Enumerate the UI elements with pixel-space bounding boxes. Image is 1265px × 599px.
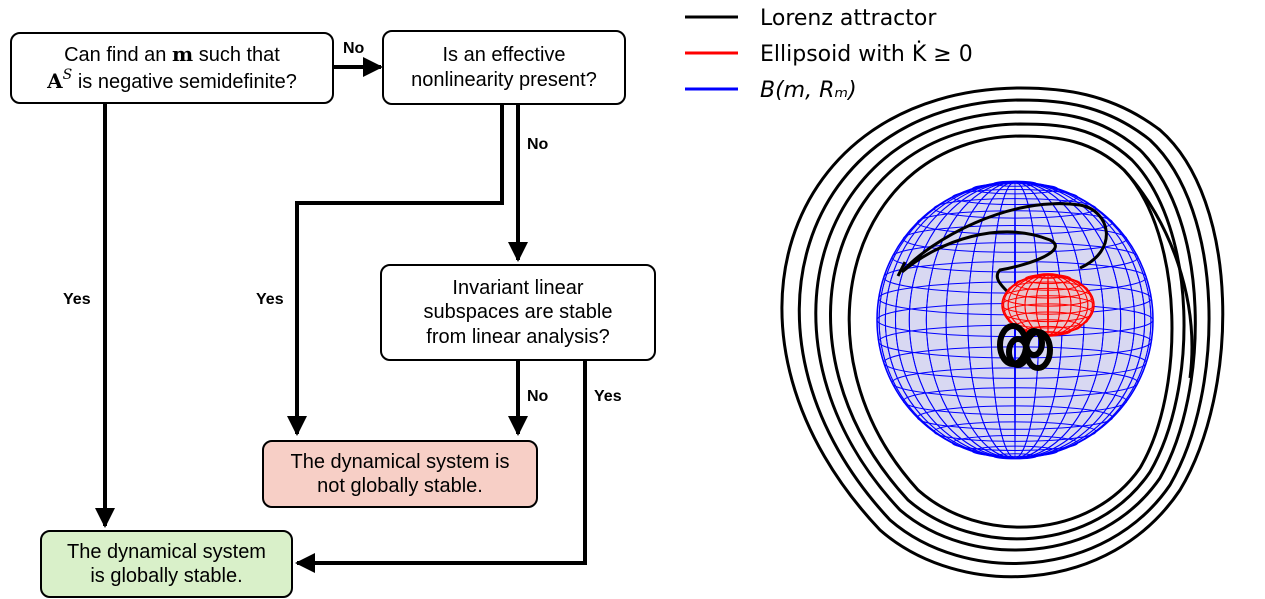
q3-line2: subspaces are stable xyxy=(423,301,613,324)
ellipsoid-latitude xyxy=(1003,287,1093,307)
q2-line1: Is an effective xyxy=(442,44,566,67)
sphere-latitude xyxy=(916,405,1114,430)
ellipsoid-latitude xyxy=(1024,325,1072,337)
decision-effective-nonlinearity: Is an effective nonlinearity present? xyxy=(382,30,626,105)
ellipsoid-meridian xyxy=(1003,274,1093,336)
ellipsoid-latitude xyxy=(1001,295,1095,315)
sphere-latitude xyxy=(951,189,1079,206)
ellipsoid-latitude xyxy=(1035,331,1061,337)
ellipsoid-meridian xyxy=(1035,274,1061,336)
legend: Lorenz attractor Ellipsoid with K̇ ≥ 0 B… xyxy=(685,6,973,103)
sphere-meridian xyxy=(925,181,1105,459)
edge-label-q1-q2: No xyxy=(343,40,365,57)
sphere-meridian xyxy=(884,181,1146,459)
legend-label-ball: B(m, Rₘ) xyxy=(760,78,857,103)
sphere-meridian xyxy=(990,181,1040,459)
stable-line1: The dynamical system xyxy=(67,540,266,563)
ball-sphere xyxy=(876,180,1154,460)
q1-line1-pre: Can find an xyxy=(64,43,172,66)
q1-line1-post: such that xyxy=(193,43,280,66)
result-globally-stable: The dynamical system is globally stable. xyxy=(40,530,293,598)
ellipsoid-latitude xyxy=(1007,311,1089,329)
sphere-latitude xyxy=(902,387,1128,416)
sphere-meridian xyxy=(967,181,1063,459)
ellipsoid-meridian xyxy=(1003,274,1093,336)
legend-label-lorenz: Lorenz attractor xyxy=(760,6,937,31)
sphere-meridian xyxy=(1014,181,1016,459)
sphere-meridian xyxy=(876,181,1154,459)
sphere-latitude xyxy=(951,434,1079,451)
sphere-latitude xyxy=(916,210,1114,235)
sphere-latitude xyxy=(883,346,1147,379)
sphere-meridian xyxy=(878,181,1152,459)
arrow-q3-stable xyxy=(295,360,587,573)
ellipsoid-meridian xyxy=(1047,274,1049,336)
sphere-meridian xyxy=(878,181,1152,459)
sphere-latitude xyxy=(902,224,1128,253)
edge-label-q2-q3: No xyxy=(527,136,549,153)
sphere-meridian xyxy=(945,181,1085,459)
sphere-latitude xyxy=(878,281,1152,316)
sphere-meridian xyxy=(908,181,1122,459)
ellipsoid-latitude xyxy=(1007,281,1089,299)
sphere-latitude xyxy=(971,445,1059,457)
ellipsoid-latitude xyxy=(1003,303,1093,323)
sphere-latitude xyxy=(883,261,1147,294)
ellipsoid-latitude xyxy=(1035,273,1061,279)
q3-line3: from linear analysis? xyxy=(426,325,610,348)
ellipsoid-latitude xyxy=(1024,273,1072,285)
sphere-meridian xyxy=(894,181,1136,459)
ellipsoid-meridian xyxy=(1014,274,1082,336)
edge-label-q3-unstable: No xyxy=(527,388,549,405)
ellipsoid-latitude xyxy=(1014,276,1082,291)
ellipsoid-latitude xyxy=(1014,319,1082,334)
sphere-meridian xyxy=(884,181,1146,459)
sphere-meridian xyxy=(908,181,1122,459)
ellipsoid-meridian xyxy=(1035,274,1061,336)
ellipsoid-meridian xyxy=(1024,274,1072,336)
sphere-latitude xyxy=(971,183,1059,195)
ellipsoid-meridian xyxy=(1007,274,1089,336)
sphere-meridian xyxy=(925,181,1105,459)
result-not-globally-stable: The dynamical system is not globally sta… xyxy=(262,440,538,508)
ellipsoid-meridian xyxy=(1024,274,1072,336)
edge-label-q1-stable: Yes xyxy=(63,291,91,308)
q1-s-superscript: S xyxy=(62,67,73,83)
q1-m-symbol: m xyxy=(171,41,194,66)
unstable-line1: The dynamical system is xyxy=(290,450,510,473)
lorenz-inner-trajectory xyxy=(896,202,1108,301)
legend-label-ellipsoid: Ellipsoid with K̇ ≥ 0 xyxy=(760,41,973,67)
ellipsoid-meridian xyxy=(1001,274,1095,336)
decision-negative-semidefinite: Can find an m such that AS is negative s… xyxy=(10,32,334,104)
flowchart-arrows xyxy=(95,57,587,573)
sphere-meridian xyxy=(945,181,1085,459)
q1-line2-post: is negative semidefinite? xyxy=(72,71,297,93)
ellipsoid-meridian xyxy=(1007,274,1089,336)
ellipsoid xyxy=(1001,273,1095,337)
sphere-latitude xyxy=(891,242,1139,273)
sphere-meridian xyxy=(967,181,1063,459)
ellipsoid-meridian xyxy=(1014,274,1082,336)
edge-label-q3-stable: Yes xyxy=(594,388,622,405)
sphere-latitude xyxy=(933,198,1097,219)
unstable-line2: not globally stable. xyxy=(317,475,483,497)
q1-a-symbol: A xyxy=(47,69,63,93)
sphere-latitude xyxy=(876,302,1154,338)
sphere-latitude xyxy=(933,421,1097,442)
decision-invariant-subspaces: Invariant linear subspaces are stable fr… xyxy=(380,264,656,361)
sphere-latitude xyxy=(992,453,1038,460)
sphere-latitude xyxy=(878,324,1152,359)
lorenz-core xyxy=(997,323,1053,371)
stable-line2: is globally stable. xyxy=(90,565,243,587)
q3-line1: Invariant linear xyxy=(452,276,584,299)
edge-label-q2-unstable: Yes xyxy=(256,291,284,308)
sphere-meridian xyxy=(990,181,1040,459)
sphere-meridian xyxy=(894,181,1136,459)
arrow-q2-unstable xyxy=(287,105,504,436)
q2-line2: nonlinearity present? xyxy=(411,68,597,91)
sphere-latitude xyxy=(992,180,1038,187)
lorenz-outer-orbits xyxy=(780,86,1225,579)
sphere-latitude xyxy=(891,367,1139,398)
